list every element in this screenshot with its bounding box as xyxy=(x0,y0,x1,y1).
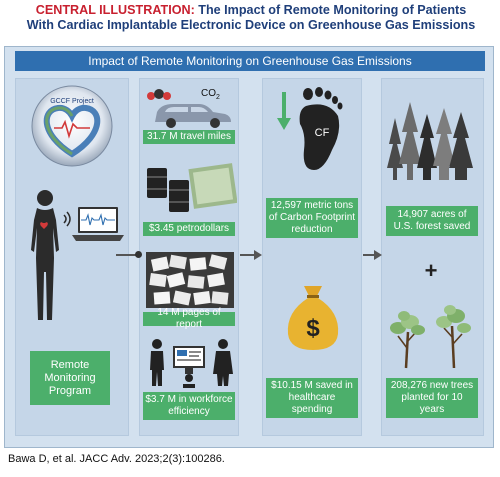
arrow-head-1 xyxy=(254,250,262,260)
money-bag-icon: $ xyxy=(287,286,339,350)
wireless-signal-icon xyxy=(63,211,71,227)
new-trees-icon xyxy=(390,305,471,369)
connector-dot xyxy=(135,251,142,258)
connector-line xyxy=(116,254,138,256)
oil-barrels-money-icon xyxy=(147,163,237,212)
dollar-sign: $ xyxy=(306,315,320,342)
title-prefix: CENTRAL ILLUSTRATION: xyxy=(35,3,195,17)
forest-saved-box: 14,907 acres of U.S. forest saved xyxy=(386,206,478,236)
co2-label: CO2 xyxy=(201,88,220,101)
trees-planted-box: 208,276 new trees planted for 10 years xyxy=(386,378,478,418)
cf-label: CF xyxy=(315,127,330,139)
forest-icon xyxy=(387,102,473,180)
pages-of-report-box: 14 M pages of report xyxy=(143,307,235,330)
patient-silhouette-icon xyxy=(31,190,59,320)
gccf-globe-heart-icon: GCCF Project xyxy=(31,85,113,167)
travel-miles-box: 31.7 M travel miles xyxy=(143,130,235,144)
paper-reports-icon xyxy=(146,252,234,308)
carbon-footprint-box: 12,597 metric tons of Carbon Footprint r… xyxy=(266,198,358,238)
remote-monitoring-box: Remote Monitoring Program xyxy=(30,351,110,405)
arrow-line-1 xyxy=(240,254,258,256)
title-line1: The Impact of Remote Monitoring of Patie… xyxy=(198,3,467,17)
gccf-project-label: GCCF Project xyxy=(50,98,94,105)
carbon-footprint-icon: CF xyxy=(277,87,343,170)
header-bar: Impact of Remote Monitoring on Greenhous… xyxy=(15,51,485,71)
column-carbon xyxy=(262,78,362,436)
citation: Bawa D, et al. JACC Adv. 2023;2(3):10028… xyxy=(8,453,225,465)
arrow-head-2 xyxy=(374,250,382,260)
healthcare-savings-box: $10.15 M saved in healthcare spending xyxy=(266,378,358,418)
plus-sign: + xyxy=(424,258,438,283)
petrodollars-box: $3.45 petrodollars xyxy=(143,222,235,236)
workforce-efficiency-box: $3.7 M in workforce efficiency xyxy=(143,392,235,420)
title-line2: With Cardiac Implantable Electronic Devi… xyxy=(26,18,476,32)
arrow-line-2 xyxy=(363,254,377,256)
laptop-monitor-icon xyxy=(72,207,124,241)
car-co2-icon: CO2 xyxy=(147,88,231,128)
workforce-people-icon xyxy=(150,339,233,388)
central-illustration-title: CENTRAL ILLUSTRATION: The Impact of Remo… xyxy=(8,3,494,33)
